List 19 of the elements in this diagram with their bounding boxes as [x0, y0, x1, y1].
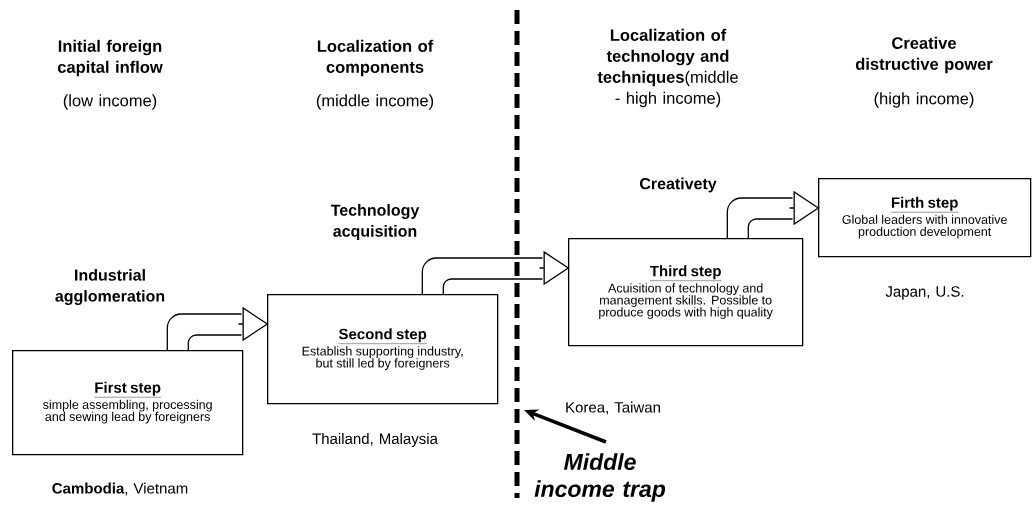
column-heading: Initial foreign capital inflow — [57, 39, 163, 77]
country-label: Korea, Taiwan — [566, 401, 660, 415]
edge-label: Creativety — [640, 177, 717, 193]
column-heading: (low income) — [63, 94, 157, 110]
edge-label: Industrial agglomeration — [55, 269, 165, 305]
country-label: Japan, U.S. — [885, 286, 964, 300]
column-heading: Localization of technology and techniques(middle - high income) — [597, 28, 738, 108]
callout-text: Middle income trap — [534, 453, 666, 502]
step-box: Third step Acuisition of technology and management skills. Possible to produce goods with high quality — [568, 238, 804, 347]
step-box: First step simple assembling, processing and sewing lead by foreigners — [12, 350, 244, 456]
country-label: Thailand, Malaysia — [312, 433, 438, 447]
column-heading: Localization of components — [317, 39, 434, 77]
edge-label: Technology acquisition — [330, 204, 420, 240]
step-box: Firth step Global leaders with innovative production development — [818, 178, 1032, 258]
column-heading: (high income) — [874, 92, 974, 108]
country-label: Cambodia, Vietnam — [52, 482, 188, 496]
column-heading: Creative distructive power — [855, 36, 993, 74]
column-heading: (middle income) — [316, 94, 434, 110]
step-box: Second step Establish supporting industry, but still led by foreigners — [267, 294, 499, 405]
